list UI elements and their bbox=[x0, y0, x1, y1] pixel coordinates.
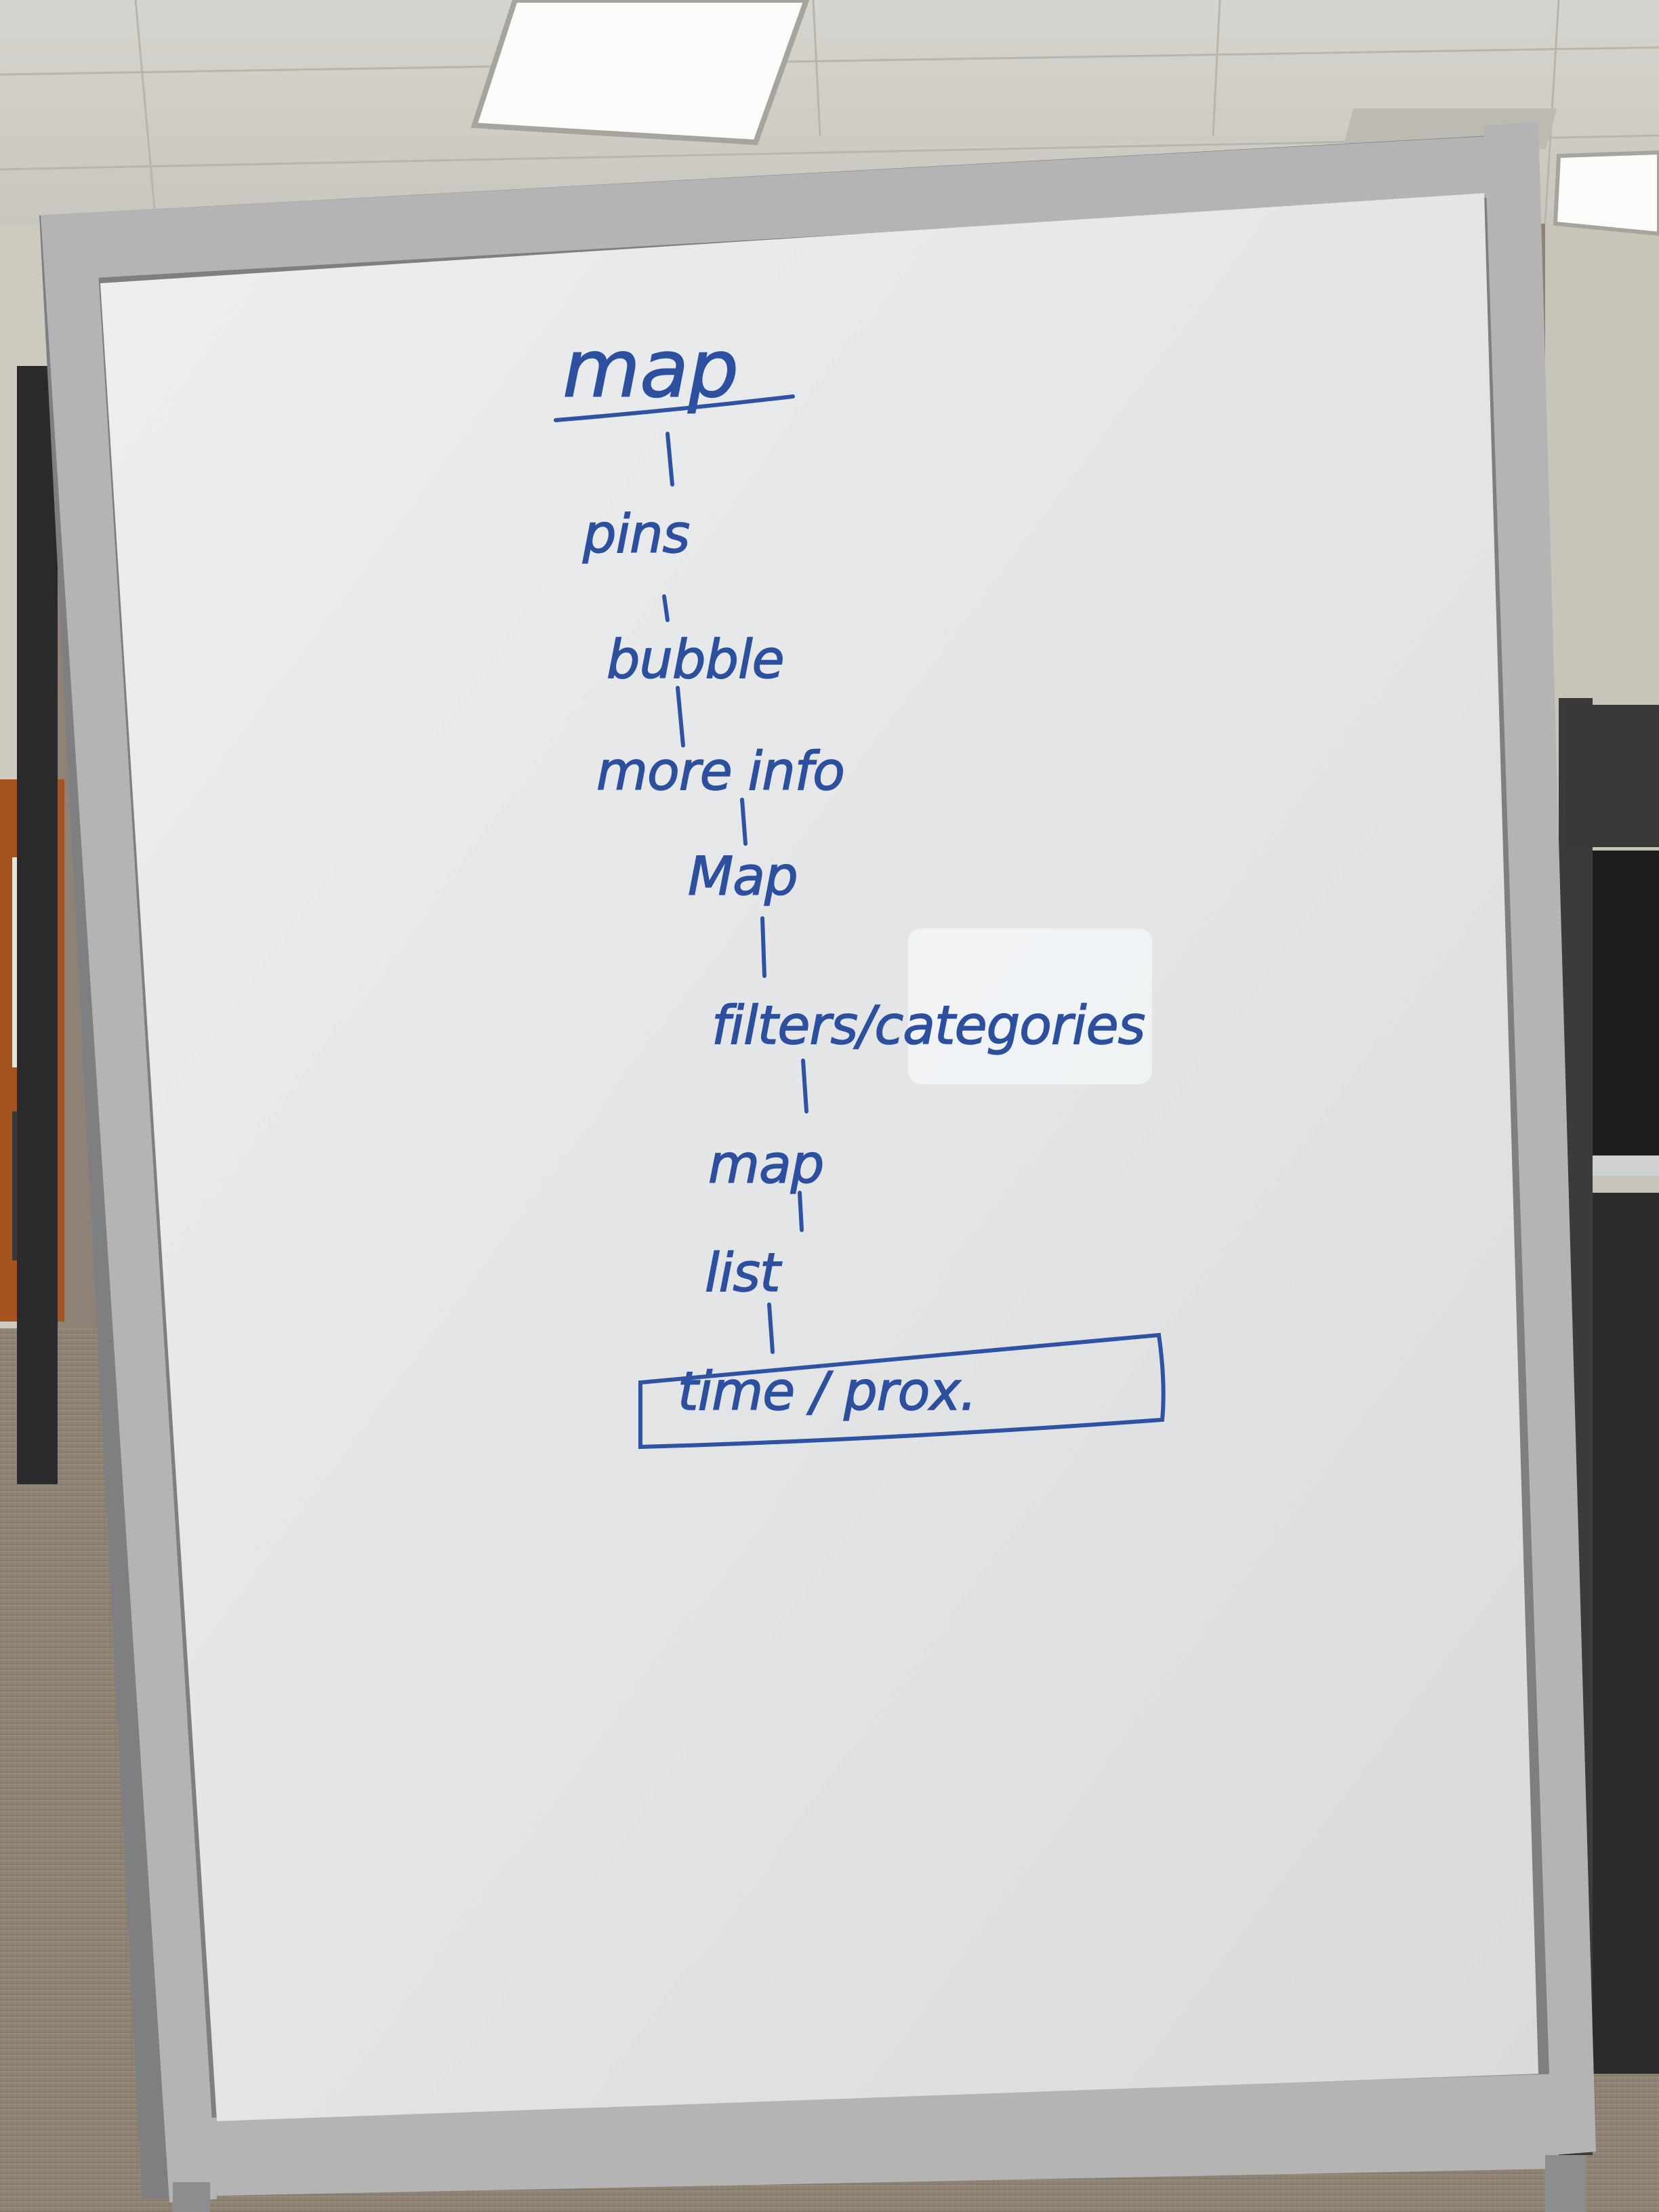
title-underline bbox=[554, 394, 795, 422]
node-filters-categories: filters/categories bbox=[712, 996, 1145, 1057]
stand-leg bbox=[1545, 2155, 1586, 2212]
ceiling-light bbox=[1553, 150, 1659, 237]
node-bubble: bubble bbox=[607, 630, 784, 691]
glare-highlight bbox=[908, 928, 1152, 1084]
node-map: map bbox=[562, 322, 738, 415]
connector-5 bbox=[760, 916, 766, 978]
connector-6 bbox=[801, 1059, 808, 1113]
node-time-prox: time / prox. bbox=[678, 1361, 976, 1422]
connector-2 bbox=[662, 594, 670, 622]
connector-1 bbox=[665, 432, 674, 487]
node-map-2: Map bbox=[688, 846, 798, 907]
stand-leg bbox=[173, 2182, 210, 2212]
connector-8 bbox=[767, 1303, 775, 1354]
node-map-3: map bbox=[708, 1134, 823, 1195]
whiteboard-surface bbox=[100, 193, 1538, 2121]
connector-4 bbox=[740, 798, 747, 846]
ceiling-light bbox=[470, 0, 810, 146]
connector-3 bbox=[676, 686, 685, 747]
side-panel bbox=[17, 366, 58, 1484]
node-more-info: more info bbox=[596, 741, 844, 802]
frame-bottom-rail bbox=[210, 2074, 1559, 2196]
frame-right-rail bbox=[1484, 122, 1596, 2155]
frame-top-rail bbox=[41, 136, 1504, 278]
frame-left-rail bbox=[41, 216, 217, 2203]
connector-7 bbox=[798, 1191, 804, 1232]
node-pins: pins bbox=[582, 504, 689, 565]
node-box-time-prox bbox=[638, 1332, 1166, 1450]
right-wall-panel bbox=[1565, 705, 1659, 847]
node-list: list bbox=[705, 1243, 782, 1304]
